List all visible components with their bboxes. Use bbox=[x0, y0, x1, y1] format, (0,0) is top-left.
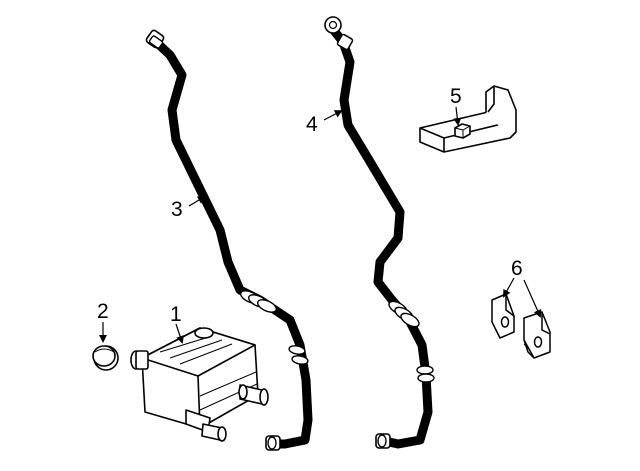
bracket-5 bbox=[419, 85, 517, 153]
oil-cooler-1 bbox=[130, 327, 269, 442]
callout-2: 2 bbox=[97, 300, 109, 323]
leader-3 bbox=[188, 195, 206, 207]
leader-1 bbox=[175, 323, 184, 344]
leader-6b bbox=[523, 279, 542, 318]
callout-1: 1 bbox=[170, 303, 182, 326]
callout-5: 5 bbox=[450, 85, 462, 108]
cooler-line-4 bbox=[324, 16, 435, 449]
plug-cap-2 bbox=[92, 345, 119, 371]
leader-6a bbox=[503, 277, 515, 298]
leader-5 bbox=[453, 106, 462, 126]
leader-4 bbox=[323, 110, 343, 121]
callout-leaders bbox=[99, 106, 542, 344]
clips-6 bbox=[491, 293, 551, 359]
callout-6: 6 bbox=[511, 257, 523, 280]
callout-3: 3 bbox=[171, 198, 183, 221]
callout-4: 4 bbox=[306, 113, 318, 136]
cooler-line-3 bbox=[145, 29, 313, 451]
